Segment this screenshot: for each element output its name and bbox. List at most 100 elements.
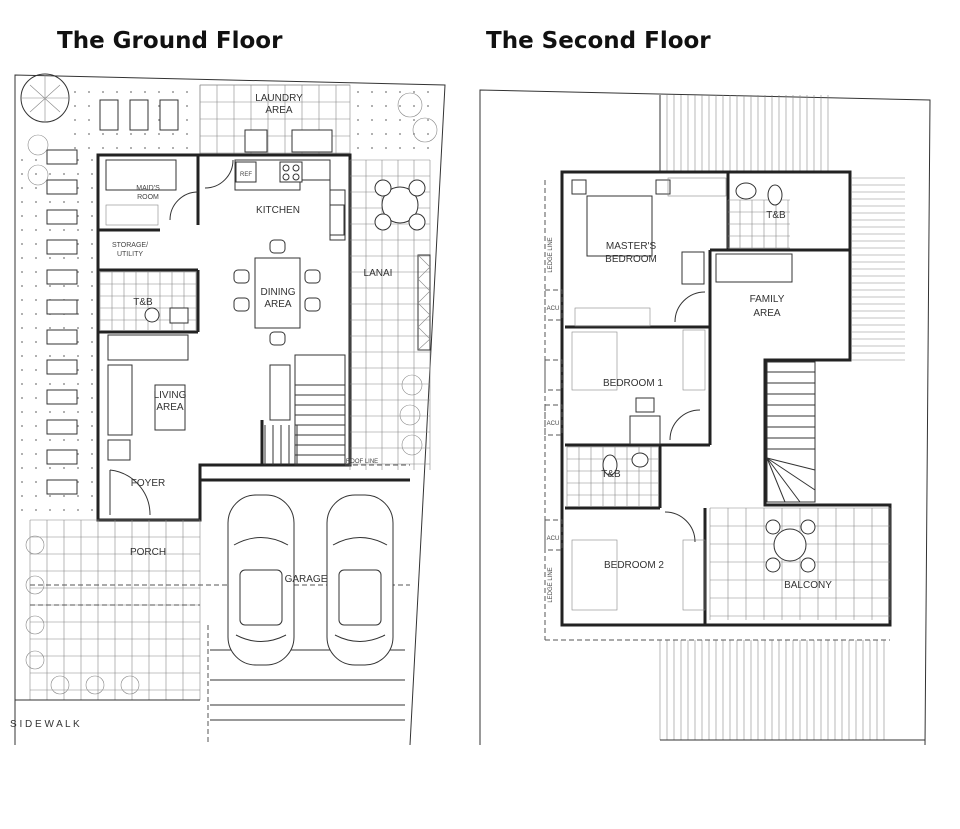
sidewalk-label: S I D E W A L K (10, 719, 80, 730)
gravel-dot (77, 467, 79, 469)
gravel-dot (88, 105, 90, 107)
gravel-dot (21, 285, 23, 287)
staircase (766, 361, 816, 503)
gravel-dot (357, 105, 359, 107)
gravel-dot (130, 91, 132, 93)
gravel-dot (172, 133, 174, 135)
house-walls (560, 170, 892, 627)
sideboard (107, 334, 189, 361)
gravel-dot (21, 439, 23, 441)
stepping-stone (46, 149, 78, 165)
kitchen-label: KITCHEN (256, 205, 300, 216)
gravel-dot (49, 383, 51, 385)
gravel-dot (399, 119, 401, 121)
gravel-dot (116, 147, 118, 149)
gravel-dot (77, 201, 79, 203)
gravel-dot (49, 229, 51, 231)
gravel-dot (35, 425, 37, 427)
roof-line-label: ROOF LINE (346, 459, 378, 465)
storage-label: STORAGE/ (112, 242, 148, 249)
gravel-dot (158, 147, 160, 149)
garage-label: GARAGE (285, 574, 328, 585)
gravel-dot (130, 147, 132, 149)
gravel-dot (116, 133, 118, 135)
roof-slats (659, 95, 925, 741)
gravel-dot (427, 147, 429, 149)
gravel-dot (144, 147, 146, 149)
console (269, 364, 291, 421)
gravel-dot (21, 173, 23, 175)
gravel-dot (91, 383, 93, 385)
gravel-dot (21, 495, 23, 497)
master-tb-label: T&B (766, 210, 786, 221)
lavatory (169, 307, 189, 324)
gravel-dot (77, 327, 79, 329)
door-swing (204, 159, 234, 189)
gravel-dot (35, 397, 37, 399)
foyer-label: FOYER (131, 478, 165, 489)
stepping-stone (46, 479, 78, 495)
gravel-dot (49, 355, 51, 357)
gravel-dot (91, 481, 93, 483)
gravel-dot (186, 147, 188, 149)
lattice-planter (417, 254, 431, 351)
gravel-dot (91, 369, 93, 371)
gravel-dot (35, 257, 37, 259)
gravel-dot (385, 105, 387, 107)
gravel-dot (21, 481, 23, 483)
ground-floor-plan: REF ROOF LINE (10, 73, 446, 746)
main-door (109, 469, 151, 516)
stepping-stone (46, 209, 78, 225)
master-tb-tiles (727, 199, 790, 249)
gravel-dot (35, 481, 37, 483)
gravel-dot (77, 173, 79, 175)
gravel-dot (116, 91, 118, 93)
gravel-dot (63, 495, 65, 497)
kitchen-sink (329, 204, 345, 236)
masters-label: BEDROOM (605, 254, 657, 265)
stair-tread (766, 457, 786, 503)
gravel-dot (91, 453, 93, 455)
family-label: AREA (753, 308, 781, 319)
gravel-dot (49, 327, 51, 329)
gravel-dot (427, 91, 429, 93)
second-floor-plan: ACU ACU ACU LEDGE LINE LEDGE LINE MASTER… (479, 89, 931, 746)
gravel-dot (63, 327, 65, 329)
gravel-dot (63, 173, 65, 175)
car-icon (326, 494, 394, 666)
gravel-dot (35, 285, 37, 287)
plant-icons (25, 92, 438, 695)
gravel-dot (21, 369, 23, 371)
gravel-dot (35, 271, 37, 273)
gravel-dot (144, 133, 146, 135)
lavatory (735, 182, 757, 200)
closet (667, 177, 727, 197)
gravel-dot (35, 313, 37, 315)
gravel-dot (35, 201, 37, 203)
dining-chairs (233, 239, 321, 346)
gravel-dot (35, 173, 37, 175)
laundry-label: AREA (265, 105, 293, 116)
gravel-dot (427, 119, 429, 121)
lanai-table (381, 186, 419, 224)
lot-boundary (479, 89, 931, 746)
living-label: LIVING (154, 390, 187, 401)
stepping-stone (46, 299, 78, 315)
acu-label: ACU (547, 306, 560, 312)
stepping-stone (46, 419, 78, 435)
gravel-dot (77, 411, 79, 413)
desk (681, 251, 705, 285)
gravel-dot (399, 105, 401, 107)
toilet (602, 454, 618, 476)
gravel-dot (91, 495, 93, 497)
gravel-dot (74, 105, 76, 107)
stepping-stone (46, 239, 78, 255)
gravel-dot (21, 355, 23, 357)
ledge-line-label: LEDGE LINE (548, 237, 554, 272)
lanai-label: LANAI (364, 268, 393, 279)
gravel-dot (49, 495, 51, 497)
stair-tread (766, 457, 816, 491)
closet (682, 329, 706, 391)
gravel-dot (63, 201, 65, 203)
gravel-dot (371, 147, 373, 149)
